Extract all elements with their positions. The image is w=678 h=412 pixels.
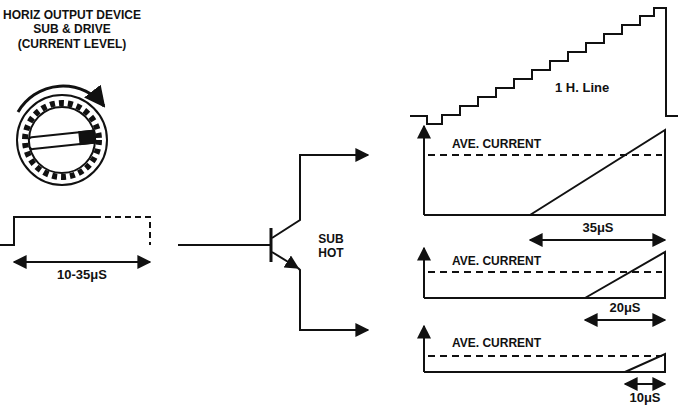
pulse-width: 10-35μS	[57, 267, 107, 283]
rotation-arrow	[18, 86, 104, 112]
collector-wire	[272, 155, 368, 238]
drive-pulse	[0, 217, 95, 245]
width-arrow	[14, 261, 150, 263]
time-arrow	[530, 239, 665, 241]
diagram-title: HORIZ OUTPUT DEVICE SUB & DRIVE (CURRENT…	[3, 8, 141, 51]
average-line	[428, 154, 662, 156]
time-label: 10μS	[629, 390, 660, 406]
average-line	[428, 271, 662, 273]
average-label: AVE. CURRENT	[452, 336, 541, 350]
axis	[423, 326, 425, 372]
knob-notches	[25, 103, 99, 177]
knob-outer	[17, 95, 107, 185]
emitter-arrow	[272, 252, 298, 268]
current-ramp	[424, 130, 665, 215]
time-label: 20μS	[609, 300, 640, 316]
emitter-wire	[298, 268, 368, 330]
transistor-base	[270, 228, 273, 262]
waveform-label: 1 H. Line	[555, 80, 609, 96]
current-ramp	[424, 354, 665, 372]
current-ramp	[424, 252, 665, 298]
terminal-label: SUB HOT	[313, 232, 349, 261]
time-arrow	[585, 319, 665, 321]
base-wire	[178, 244, 270, 246]
average-line	[428, 355, 662, 357]
average-label: AVE. CURRENT	[452, 137, 541, 151]
drive-pulse-variable	[95, 217, 150, 245]
time-label: 35μS	[582, 220, 613, 236]
knob-inner	[29, 107, 95, 173]
staircase-waveform	[410, 8, 678, 124]
time-arrow	[625, 383, 665, 385]
knob-slot	[29, 131, 96, 150]
axis	[423, 248, 425, 298]
axis	[423, 126, 425, 215]
average-label: AVE. CURRENT	[452, 254, 541, 268]
